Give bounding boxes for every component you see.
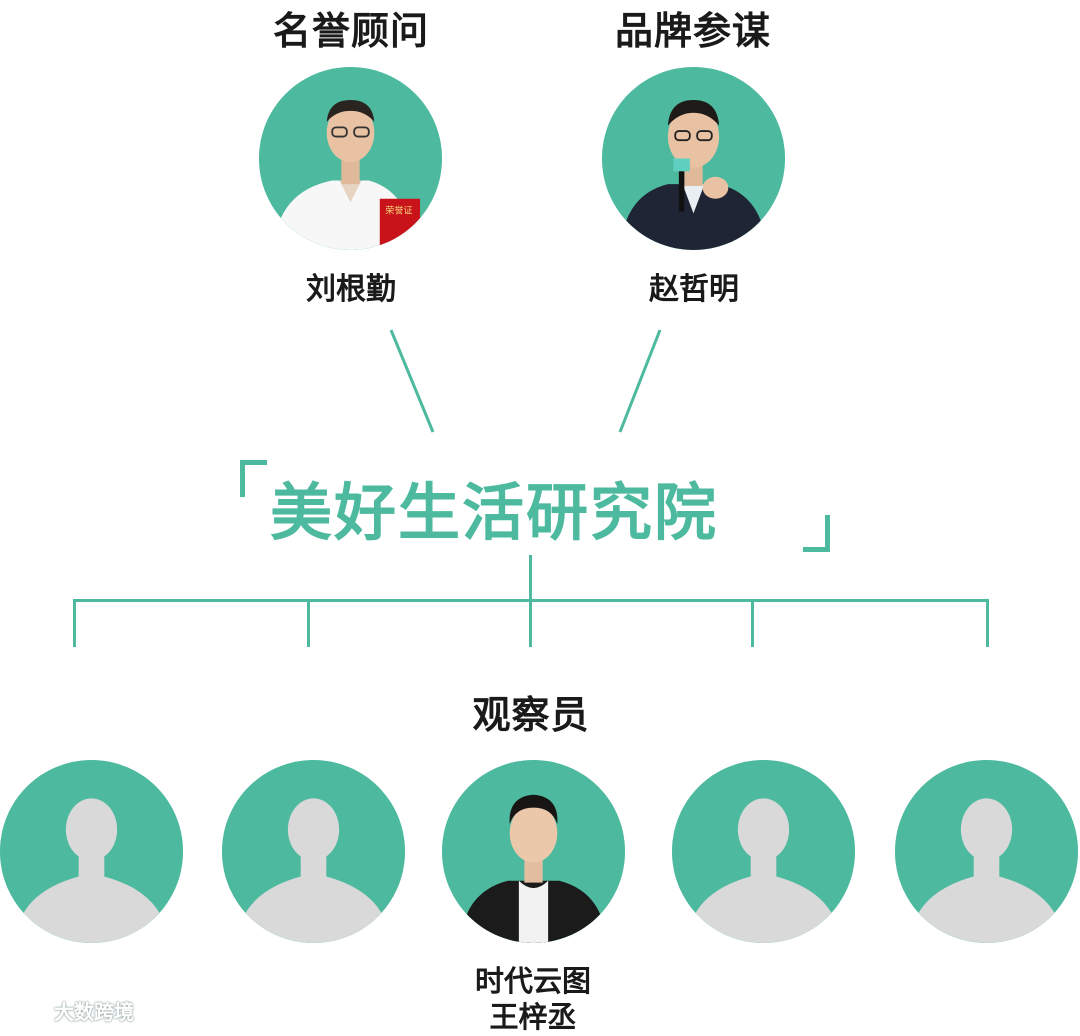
observer-placeholder-5 xyxy=(895,760,1078,943)
institute-title-block: 美好生活研究院 xyxy=(240,452,830,552)
tree-stem xyxy=(529,555,532,600)
wang-zicheng-avatar xyxy=(442,760,625,943)
tree-drop-4 xyxy=(751,599,754,647)
watermark-logo-icon xyxy=(8,999,48,1023)
tree-drop-1 xyxy=(73,599,76,647)
person-silhouette-icon xyxy=(66,798,117,860)
watermark-text: 大数跨境 xyxy=(54,996,134,1025)
watermark: 大数跨境 xyxy=(8,996,134,1025)
left-connector xyxy=(391,330,433,432)
tree-drop-3 xyxy=(529,599,532,647)
observer-placeholder-2 xyxy=(222,760,405,943)
tree-drop-2 xyxy=(307,599,310,647)
institute-title: 美好生活研究院 xyxy=(270,462,718,552)
person-silhouette-icon xyxy=(738,798,789,860)
observer-placeholder-1 xyxy=(0,760,183,943)
person-silhouette-icon xyxy=(961,798,1012,860)
person-silhouette-icon xyxy=(288,798,339,860)
observer-placeholder-4 xyxy=(672,760,855,943)
right-connector xyxy=(620,330,660,432)
observers-title: 观察员 xyxy=(401,684,661,739)
close-bracket xyxy=(803,515,830,552)
open-bracket xyxy=(240,460,267,497)
tree-drop-5 xyxy=(986,599,989,647)
